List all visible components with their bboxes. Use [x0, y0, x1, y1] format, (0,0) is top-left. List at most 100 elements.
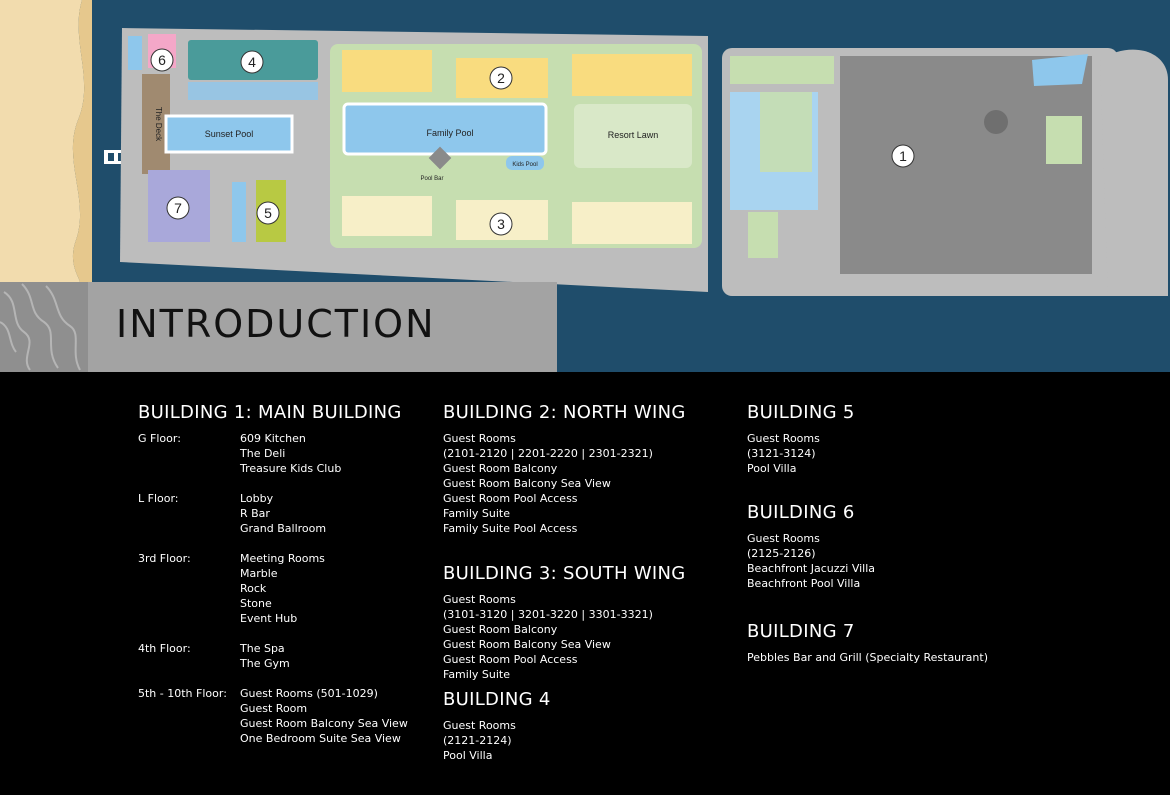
building-2-section: BUILDING 2: NORTH WING Guest Rooms (2101-…: [443, 402, 686, 536]
list-item: Guest Room Pool Access: [443, 653, 578, 666]
list-item: Guest Rooms: [443, 719, 516, 732]
page-title: INTRODUCTION: [116, 302, 436, 346]
label-pool-bar: Pool Bar: [420, 176, 443, 182]
sunset-pool: [164, 114, 294, 154]
list-item: Beachfront Jacuzzi Villa: [747, 562, 876, 575]
floor-item: Event Hub: [240, 612, 298, 625]
floor-name: 3rd Floor:: [138, 552, 191, 565]
building-7-items: Pebbles Bar and Grill (Specialty Restaur…: [747, 650, 988, 665]
list-item: Guest Room Pool Access: [443, 492, 578, 505]
marker-3-label: 3: [497, 216, 505, 232]
building-5-items: Guest Rooms (3121-3124) Pool Villa: [747, 431, 855, 476]
floor-row: 5th - 10th Floor:Guest Rooms (501-1029)G…: [138, 686, 408, 746]
floor-item: The Deli: [240, 447, 286, 460]
building-1: [840, 56, 1092, 274]
building-1-section: BUILDING 1: MAIN BUILDING G Floor: 609 Ki…: [138, 402, 408, 761]
list-item: Family Suite: [443, 507, 510, 520]
label-sunset-pool: Sunset Pool: [205, 129, 254, 139]
list-item: (3101-3120 | 3201-3220 | 3301-3321): [443, 608, 653, 621]
list-item: (3121-3124): [747, 447, 816, 460]
marker-3: 3: [489, 212, 513, 236]
building-7-title: BUILDING 7: [747, 621, 855, 642]
marker-7: 7: [166, 196, 190, 220]
marker-1: 1: [891, 144, 915, 168]
floor-item: Rock: [240, 582, 267, 595]
floor-item: Lobby: [240, 492, 274, 505]
decorative-pattern: [0, 282, 88, 372]
floor-name: L Floor:: [138, 492, 179, 505]
building-3-section: BUILDING 3: SOUTH WING Guest Rooms (3101-…: [443, 563, 686, 682]
building-2-west: [342, 50, 432, 92]
marker-4: 4: [240, 50, 264, 74]
list-item: Guest Room Balcony: [443, 462, 558, 475]
list-item: Guest Rooms: [443, 432, 516, 445]
list-item: Guest Rooms: [747, 532, 820, 545]
list-item: Guest Room Balcony Sea View: [443, 638, 611, 651]
building-1-title: BUILDING 1: MAIN BUILDING: [138, 402, 402, 423]
floor-item: Meeting Rooms: [240, 552, 325, 565]
beach-sand-dark: [72, 0, 92, 282]
floor-item: Guest Room Balcony Sea View: [240, 717, 408, 730]
intro-band: [0, 282, 557, 372]
floor-item: Stone: [240, 597, 272, 610]
marker-7-label: 7: [174, 200, 182, 216]
building-2-title: BUILDING 2: NORTH WING: [443, 402, 686, 423]
building-2-east: [572, 54, 692, 96]
floor-name: 5th - 10th Floor:: [138, 687, 227, 700]
floor-name: G Floor:: [138, 432, 181, 445]
floor-item: Marble: [240, 567, 278, 580]
list-item: Beachfront Pool Villa: [747, 577, 861, 590]
marker-4-label: 4: [248, 54, 256, 70]
building-4-section: BUILDING 4 Guest Rooms (2121-2124) Pool Vi…: [443, 689, 551, 763]
beach: [0, 0, 85, 282]
list-item: Pebbles Bar and Grill (Specialty Restaur…: [747, 651, 988, 664]
floor-item: Treasure Kids Club: [240, 462, 342, 475]
building-3-items: Guest Rooms (3101-3120 | 3201-3220 | 3301…: [443, 592, 686, 682]
list-item: (2101-2120 | 2201-2220 | 2301-2321): [443, 447, 653, 460]
floor-item: The Gym: [240, 657, 290, 670]
resort-lawn: [574, 104, 692, 168]
marker-5: 5: [256, 201, 280, 225]
list-item: Guest Room Balcony Sea View: [443, 477, 611, 490]
marker-2-label: 2: [497, 70, 505, 86]
building-4-items: Guest Rooms (2121-2124) Pool Villa: [443, 718, 551, 763]
kids-pool: [506, 156, 544, 170]
marker-6-label: 6: [158, 52, 166, 68]
list-item: Pool Villa: [747, 462, 797, 475]
marker-6: 6: [150, 48, 174, 72]
list-item: Guest Rooms: [443, 593, 516, 606]
list-item: Guest Room Balcony: [443, 623, 558, 636]
label-the-deck: The Deck: [154, 107, 163, 142]
floor-item: One Bedroom Suite Sea View: [240, 732, 401, 745]
building-6-section: BUILDING 6 Guest Rooms(2125-2126)Beachfr…: [747, 502, 875, 591]
floor-item: R Bar: [240, 507, 270, 520]
marker-2: 2: [489, 66, 513, 90]
building-3-east: [572, 202, 692, 244]
label-family-pool: Family Pool: [426, 128, 473, 138]
building-6-items: Guest Rooms(2125-2126)Beachfront Jacuzzi…: [747, 531, 875, 591]
list-item: Family Suite: [443, 668, 510, 681]
floor-item: 609 Kitchen: [240, 432, 306, 445]
building-3-title: BUILDING 3: SOUTH WING: [443, 563, 686, 584]
building-7-section: BUILDING 7 Pebbles Bar and Grill (Specia…: [747, 621, 988, 665]
floor-item: Guest Room: [240, 702, 308, 715]
building-3-west: [342, 196, 432, 236]
building-5-section: BUILDING 5 Guest Rooms (3121-3124) Pool Vi…: [747, 402, 855, 476]
list-item: (2121-2124): [443, 734, 512, 747]
building-5-title: BUILDING 5: [747, 402, 855, 423]
building-4-title: BUILDING 4: [443, 689, 551, 710]
list-item: Guest Rooms: [747, 432, 820, 445]
list-item: Pool Villa: [443, 749, 493, 762]
floor-item: Guest Rooms (501-1029): [240, 687, 378, 700]
label-resort-lawn: Resort Lawn: [608, 130, 659, 140]
